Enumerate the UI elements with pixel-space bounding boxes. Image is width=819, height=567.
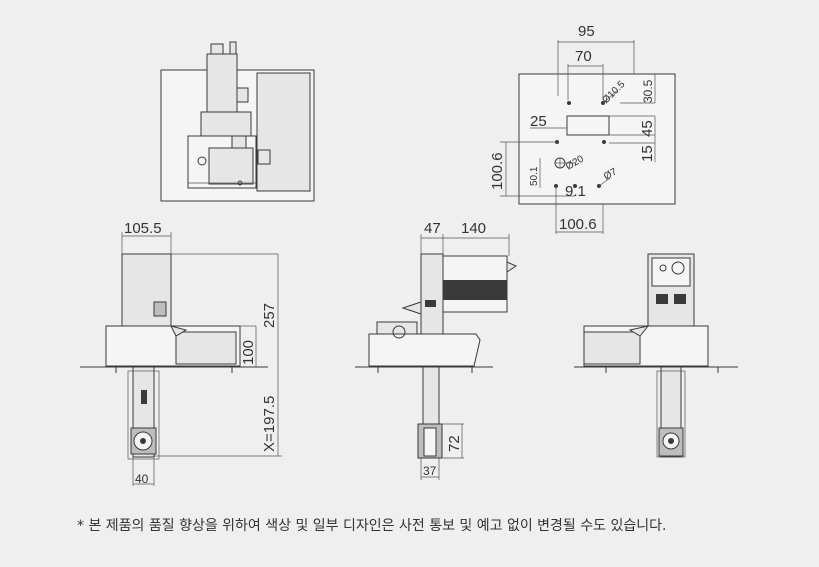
dim-257: 257: [261, 303, 278, 328]
dim-100: 100: [240, 340, 257, 365]
dim-15: 15: [639, 145, 656, 162]
dim-100-6-vertical: 100.6: [489, 152, 506, 190]
rear-view: [574, 253, 738, 458]
dim-105-5: 105.5: [124, 220, 162, 237]
dim-95: 95: [578, 23, 595, 40]
dim-47: 47: [424, 220, 441, 237]
dim-140: 140: [461, 220, 486, 237]
dim-40: 40: [135, 472, 149, 486]
dim-70: 70: [575, 48, 592, 65]
dim-37: 37: [423, 464, 437, 478]
dim-45: 45: [639, 120, 656, 137]
side-view: [355, 234, 518, 480]
top-view: [160, 41, 315, 202]
dim-9-1: 9.1: [565, 183, 586, 200]
footnote: * 본 제품의 품질 향상을 위하여 색상 및 일부 디자인은 사전 통보 및 …: [77, 518, 667, 534]
mounting-plate-view: [500, 40, 676, 234]
dim-25: 25: [530, 113, 547, 130]
dim-100-6: 100.6: [559, 216, 597, 233]
dim-50-1: 50.1: [529, 166, 540, 186]
dim-x-197-5: X=197.5: [261, 396, 278, 452]
dim-30-5: 30.5: [641, 79, 655, 103]
front-view: [80, 232, 282, 486]
dim-72: 72: [446, 435, 463, 452]
